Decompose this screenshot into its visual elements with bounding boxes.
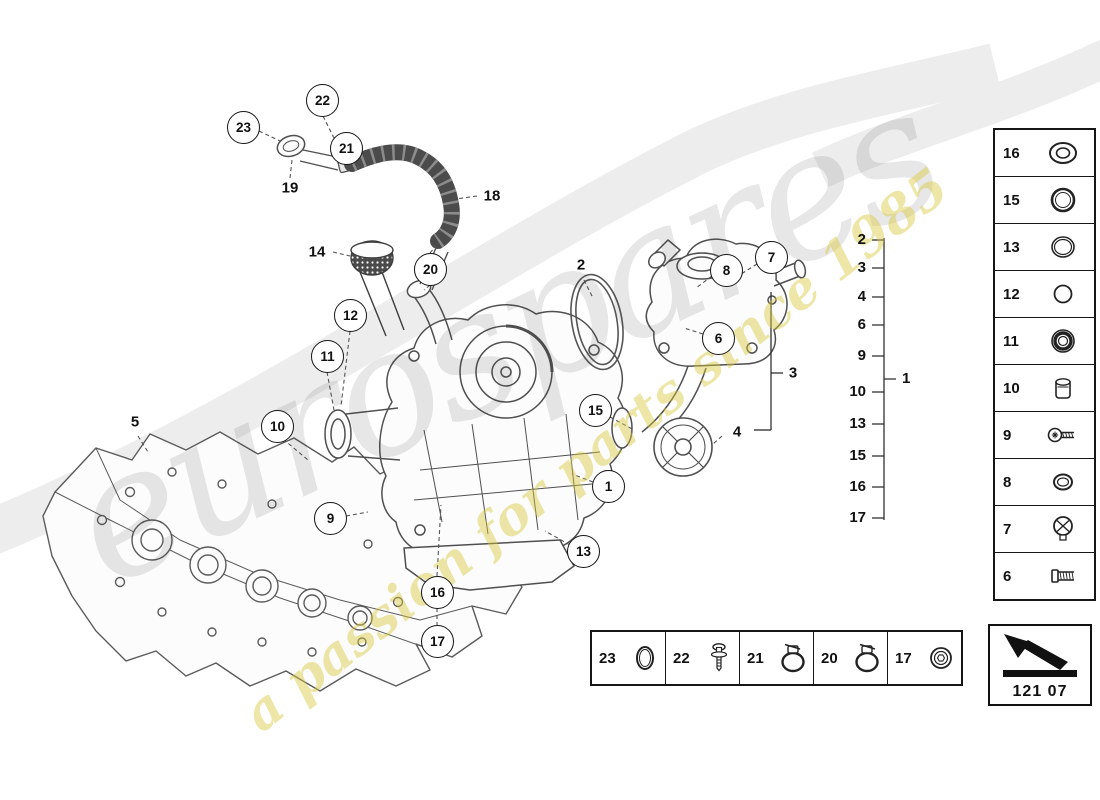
part-number: 13	[1003, 238, 1020, 256]
part-number: 6	[1003, 567, 1012, 585]
o-ring-icon	[1031, 232, 1094, 262]
sidebar-part-8[interactable]: 8	[995, 458, 1094, 505]
seal-icon	[1031, 467, 1094, 497]
arrow-upper-left-icon	[990, 626, 1090, 683]
part-number: 9	[1003, 426, 1012, 444]
bottom-part-23[interactable]: 23	[592, 632, 665, 684]
diagram-code-box[interactable]: 121 07	[988, 624, 1092, 706]
o-ring-icon	[1031, 185, 1094, 215]
callout-20: 20	[414, 253, 447, 286]
gasket-drawing	[570, 273, 624, 371]
callout-17: 17	[421, 625, 454, 658]
thermostat-drawing	[653, 417, 713, 477]
callout-12: 12	[334, 299, 367, 332]
sidebar-part-10[interactable]: 10	[995, 364, 1094, 411]
oil-pump-drawing	[324, 279, 633, 591]
seal-ring-icon	[1031, 326, 1094, 356]
callout-13: 13	[567, 535, 600, 568]
washer-icon	[1031, 138, 1094, 168]
part-number: 11	[1003, 332, 1019, 350]
torx-screw-icon	[1031, 420, 1094, 450]
sidebar-part-12[interactable]: 12	[995, 270, 1094, 317]
callout-6: 6	[702, 322, 735, 355]
sidebar-part-16[interactable]: 16	[995, 130, 1094, 176]
label-18: 18	[483, 187, 501, 205]
callout-1: 1	[592, 470, 625, 503]
part-number: 23	[599, 649, 616, 667]
bolt-icon	[1031, 561, 1094, 591]
part-number: 21	[747, 649, 764, 667]
callout-10: 10	[261, 410, 294, 443]
label-14: 14	[308, 243, 326, 261]
part-number: 16	[1003, 144, 1020, 162]
ref-item-6: 6	[857, 316, 866, 333]
callout-7: 7	[755, 241, 788, 274]
ref-item-13: 13	[849, 415, 866, 432]
ref-item-17: 17	[849, 509, 866, 526]
plug-cap-icon	[1031, 373, 1094, 403]
valve-cap-icon	[1031, 514, 1094, 544]
ref-item-2: 2	[857, 231, 866, 248]
sidebar-part-7[interactable]: 7	[995, 505, 1094, 552]
part-thumbnail-bottom-strip: 23 22 21	[590, 630, 963, 686]
ref-item-4: 4	[857, 288, 866, 305]
callout-8: 8	[710, 254, 743, 287]
bottom-part-21[interactable]: 21	[739, 632, 813, 684]
callout-15: 15	[579, 394, 612, 427]
screw-icon	[699, 641, 739, 675]
callout-22: 22	[306, 84, 339, 117]
part-number: 10	[1003, 379, 1020, 397]
ref-item-15: 15	[849, 447, 866, 464]
callout-9: 9	[314, 502, 347, 535]
label-5: 5	[130, 413, 140, 431]
sidebar-part-11[interactable]: 11	[995, 317, 1094, 364]
bottom-part-20[interactable]: 20	[813, 632, 887, 684]
ref-item-3: 3	[857, 259, 866, 276]
part-number: 12	[1003, 285, 1020, 303]
o-ring-icon	[1031, 279, 1094, 309]
part-number: 7	[1003, 520, 1012, 538]
part-number: 17	[895, 649, 912, 667]
part-number: 20	[821, 649, 838, 667]
sidebar-part-9[interactable]: 9	[995, 411, 1094, 458]
callout-23: 23	[227, 111, 260, 144]
ref-item-9: 9	[857, 347, 866, 364]
bracket-lines	[754, 238, 896, 520]
sidebar-part-13[interactable]: 13	[995, 223, 1094, 270]
label-3: 3	[788, 364, 798, 382]
hose-clamp-icon	[847, 641, 887, 675]
part-code: 121 07	[1012, 683, 1068, 700]
part-number: 15	[1003, 191, 1020, 209]
label-4: 4	[732, 423, 742, 441]
ref-target-1: 1	[902, 370, 911, 387]
part-number: 22	[673, 649, 690, 667]
callout-21: 21	[330, 132, 363, 165]
sidebar-part-6[interactable]: 6	[995, 552, 1094, 599]
callout-16: 16	[421, 576, 454, 609]
ref-item-10: 10	[849, 383, 866, 400]
bottom-part-17[interactable]: 17	[887, 632, 961, 684]
label-2: 2	[576, 256, 586, 274]
o-ring-icon	[625, 641, 665, 675]
part-number: 8	[1003, 473, 1012, 491]
bottom-part-22[interactable]: 22	[665, 632, 739, 684]
callout-11: 11	[311, 340, 344, 373]
strainer-drawing	[350, 240, 405, 337]
sidebar-part-15[interactable]: 15	[995, 176, 1094, 223]
part-thumbnail-sidebar: 16 15 13	[993, 128, 1096, 601]
plug-icon	[921, 641, 961, 675]
ref-item-16: 16	[849, 478, 866, 495]
hose-clamp-icon	[773, 641, 813, 675]
label-19: 19	[281, 179, 299, 197]
